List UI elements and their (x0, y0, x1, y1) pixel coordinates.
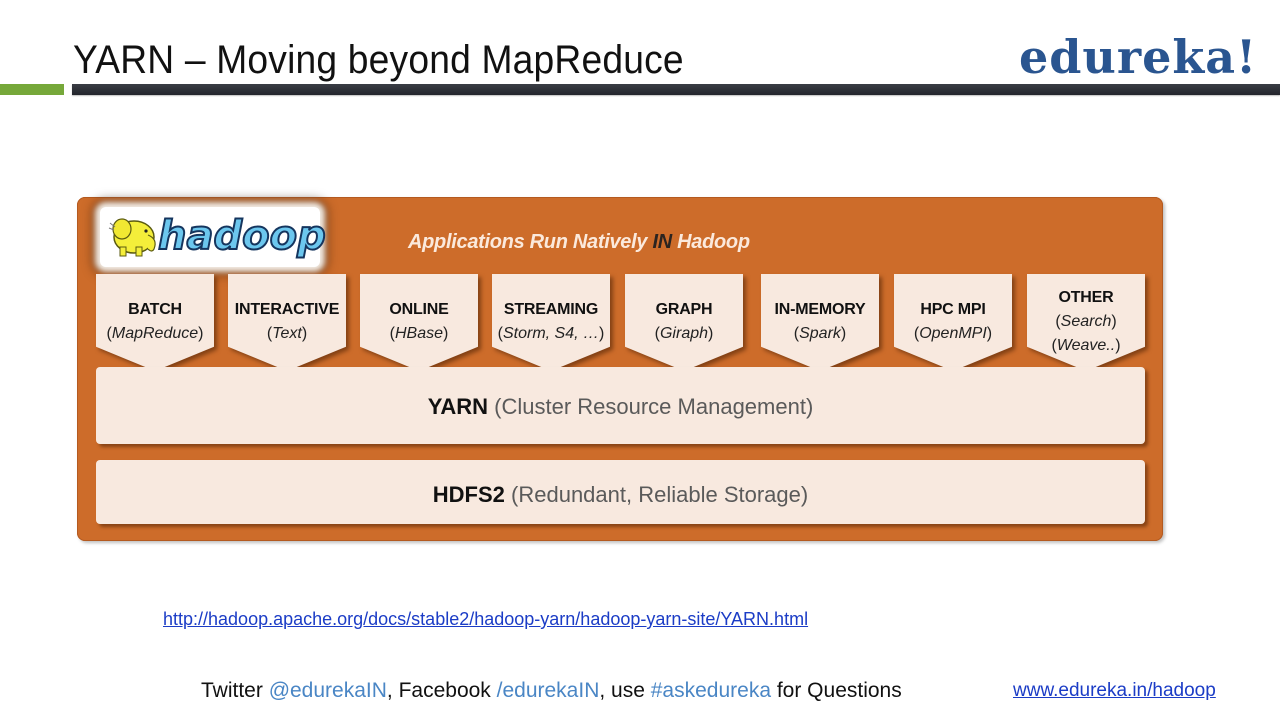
hadoop-wordmark: hadoop (157, 212, 327, 260)
reference-link[interactable]: http://hadoop.apache.org/docs/stable2/ha… (163, 609, 809, 629)
elephant-icon (108, 218, 156, 257)
app-box-hpc-mpi: HPC MPI(OpenMPI) (894, 274, 1012, 371)
hashtag[interactable]: #askedureka (650, 679, 771, 702)
title-accent-green-bar (0, 84, 64, 95)
hdfs-layer-title: HDFS2 (432, 482, 505, 507)
app-box-batch: BATCH(MapReduce) (96, 274, 214, 371)
app-box-interactive: INTERACTIVE(Text) (228, 274, 346, 371)
edureka-logo: edureka! (1019, 30, 1258, 84)
title-underline-bar (72, 84, 1280, 95)
app-box-streaming: STREAMING(Storm, S4, …) (492, 274, 610, 371)
yarn-layer: YARN (Cluster Resource Management) (96, 367, 1145, 444)
yarn-layer-title: YARN (427, 394, 489, 419)
apps-heading: Applications Run Natively IN Hadoop (408, 231, 750, 253)
app-box-online: ONLINE(HBase) (360, 274, 478, 371)
twitter-handle[interactable]: @edurekaIN (268, 679, 387, 702)
app-box-graph: GRAPH(Giraph) (625, 274, 743, 371)
yarn-layer-description: (Cluster Resource Management) (488, 394, 814, 419)
slide-title: YARN – Moving beyond MapReduce (73, 38, 684, 82)
footer-social: Twitter @edurekaIN, Facebook /edurekaIN,… (201, 679, 902, 702)
app-box-in-memory: IN-MEMORY(Spark) (761, 274, 879, 371)
facebook-handle[interactable]: /edurekaIN (496, 679, 600, 702)
apps-heading-emphasis: IN (652, 231, 672, 253)
site-link[interactable]: www.edureka.in/hadoop (1013, 680, 1216, 701)
hadoop-logo: hadoop (100, 207, 327, 267)
app-box-other: OTHER(Search)(Weave..) (1027, 274, 1145, 371)
hdfs-layer: HDFS2 (Redundant, Reliable Storage) (96, 460, 1145, 524)
hdfs-layer-description: (Redundant, Reliable Storage) (504, 482, 809, 507)
